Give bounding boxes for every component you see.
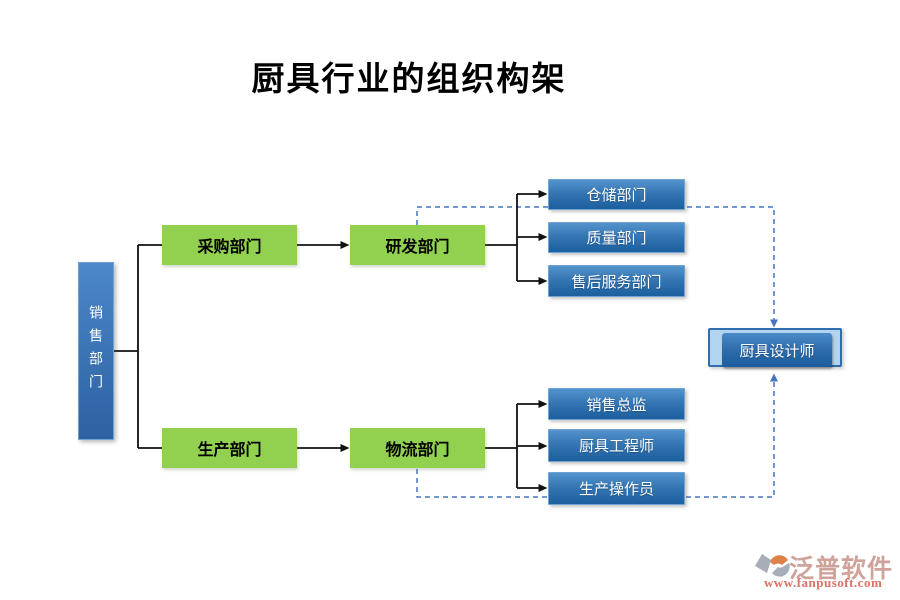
rd-branch-arrows xyxy=(485,190,548,285)
node-sales-dept: 销售部门 xyxy=(78,262,114,440)
watermark-url: www.fanpusoft.com xyxy=(764,575,883,590)
node-production-operator: 生产操作员 xyxy=(548,472,685,505)
node-kitchenware-engineer: 厨具工程师 xyxy=(548,429,685,462)
node-sales-dept-label: 销售部门 xyxy=(88,305,104,397)
node-production-dept-label: 生产部门 xyxy=(197,442,262,459)
node-kitchenware-designer: 厨具设计师 xyxy=(708,328,842,367)
node-purchasing-dept: 采购部门 xyxy=(162,225,297,265)
node-rd-dept: 研发部门 xyxy=(350,225,485,265)
node-aftersales-dept-label: 售后服务部门 xyxy=(571,273,662,291)
node-logistics-dept: 物流部门 xyxy=(350,428,485,468)
node-sales-director-label: 销售总监 xyxy=(586,396,647,414)
fanpu-logo-icon xyxy=(755,554,790,577)
watermark-brand: 泛普软件 xyxy=(789,555,894,583)
node-purchasing-dept-label: 采购部门 xyxy=(197,239,262,256)
page-title: 厨具行业的组织构架 xyxy=(251,59,567,98)
level2-arrows xyxy=(297,241,350,452)
logistics-branch-arrows xyxy=(485,400,548,492)
node-quality-dept-label: 质量部门 xyxy=(586,230,647,247)
node-production-dept: 生产部门 xyxy=(162,428,297,468)
node-kitchenware-designer-label: 厨具设计师 xyxy=(739,342,815,360)
feedback-loop-dashed xyxy=(416,206,778,498)
node-sales-director: 销售总监 xyxy=(548,388,685,420)
node-warehouse-dept-label: 仓储部门 xyxy=(586,187,647,204)
node-warehouse-dept: 仓储部门 xyxy=(548,179,685,210)
sales-tree-lines xyxy=(114,244,162,449)
node-aftersales-dept: 售后服务部门 xyxy=(548,265,685,297)
node-rd-dept-label: 研发部门 xyxy=(385,239,450,256)
node-logistics-dept-label: 物流部门 xyxy=(385,442,450,459)
node-production-operator-label: 生产操作员 xyxy=(578,481,654,498)
node-kitchenware-designer-inner: 厨具设计师 xyxy=(722,333,832,367)
node-quality-dept: 质量部门 xyxy=(548,222,685,253)
node-kitchenware-engineer-label: 厨具工程师 xyxy=(578,438,654,455)
